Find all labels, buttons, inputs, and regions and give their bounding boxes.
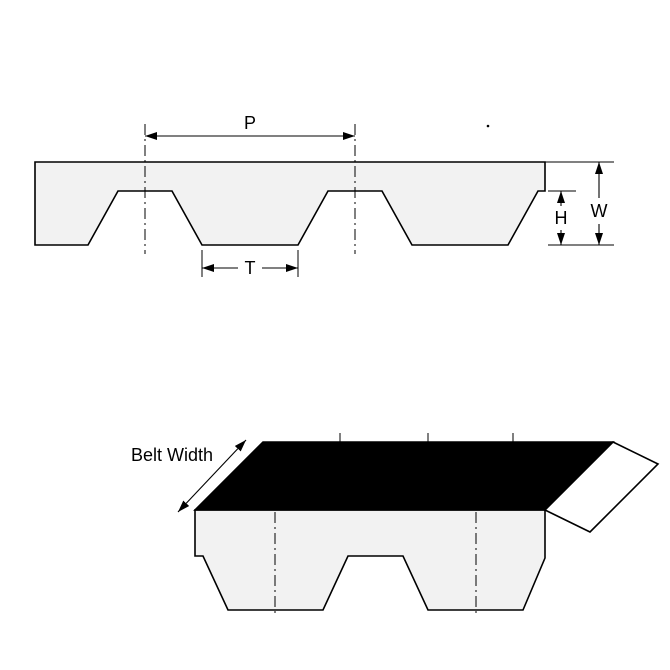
belt-cross-section-profile xyxy=(34,161,546,246)
belt-width-arrow xyxy=(177,439,247,513)
stray-mark xyxy=(486,124,490,128)
belt-3d-front-face xyxy=(194,509,546,611)
perspective-view: Belt Width xyxy=(131,433,660,614)
belt-3d-top-face xyxy=(193,441,615,511)
tooth-height-label: H xyxy=(555,208,568,228)
tooth-width-label: T xyxy=(245,258,256,278)
belt-width-label: Belt Width xyxy=(131,445,213,465)
pitch-label: P xyxy=(244,113,256,133)
belt-thickness-label: W xyxy=(591,201,608,221)
belt-3d-end-face xyxy=(543,441,660,533)
cross-section-view: P T H W xyxy=(34,113,614,278)
